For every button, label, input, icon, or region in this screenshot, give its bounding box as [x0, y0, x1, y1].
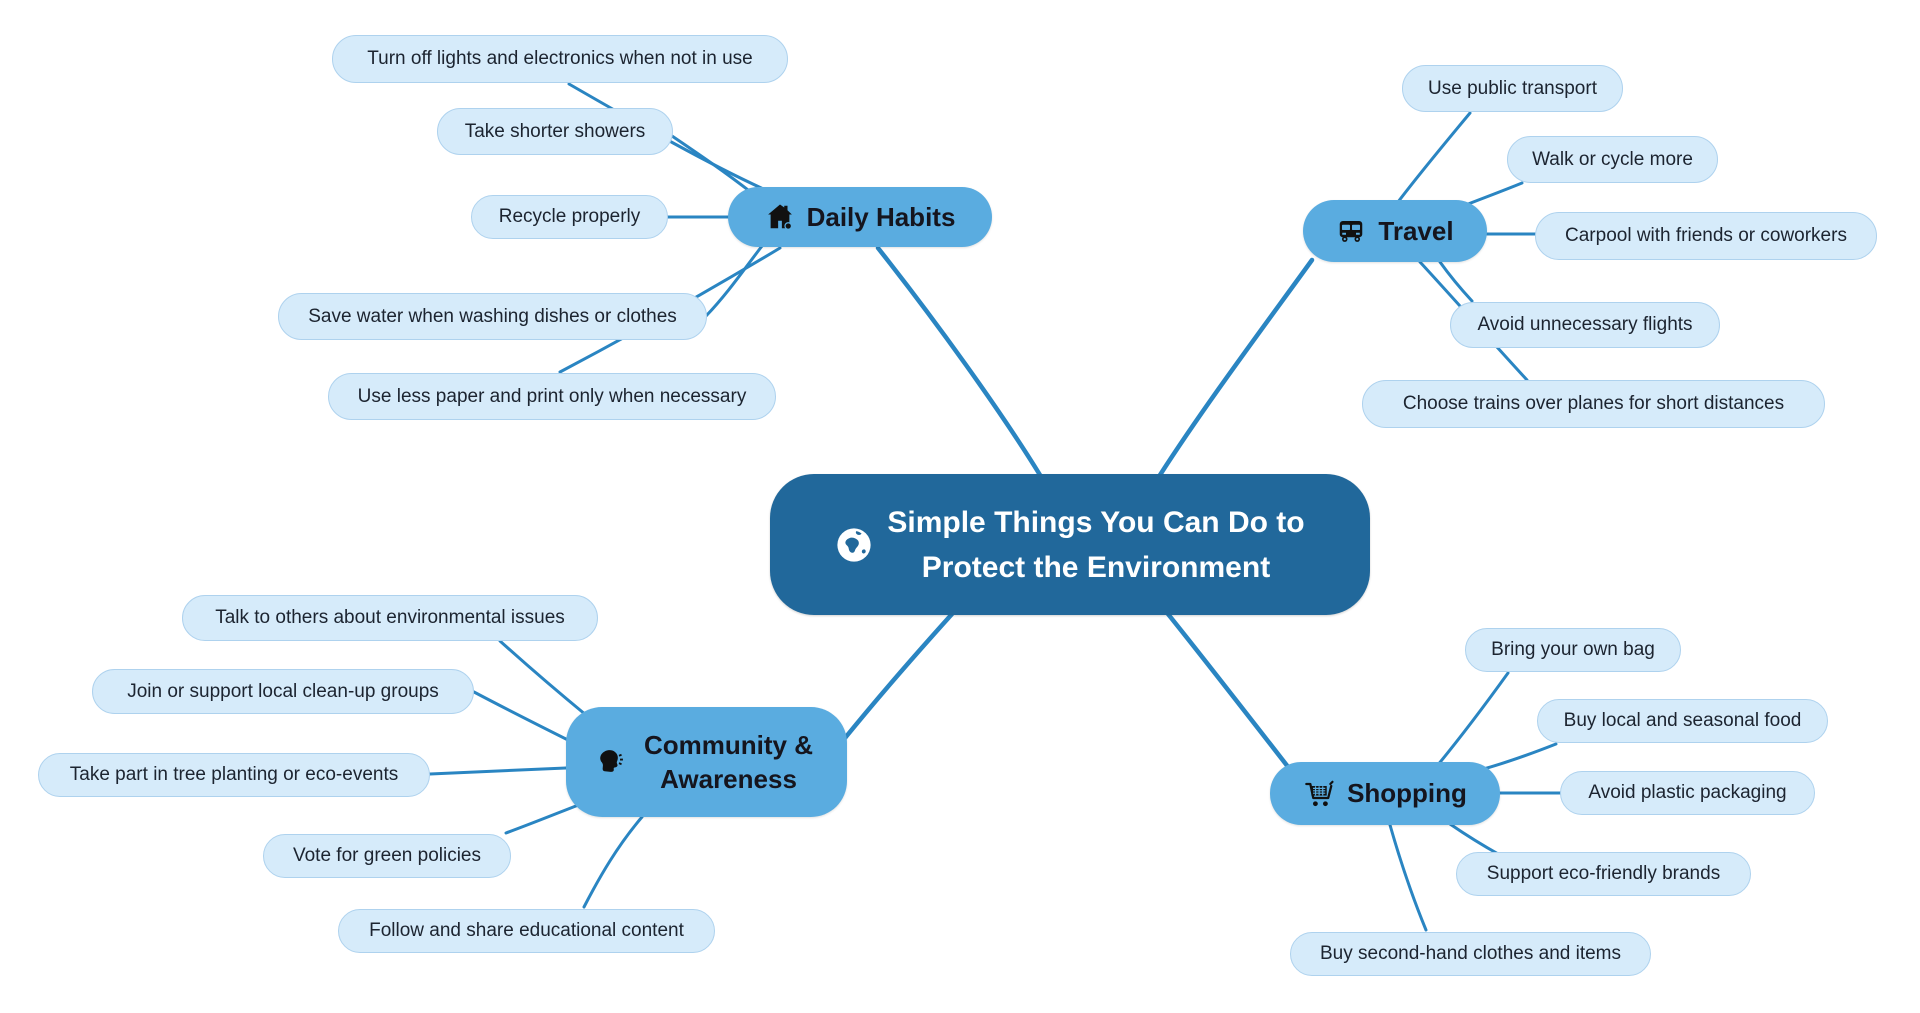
- leaf-take-shorter-showers[interactable]: Take shorter showers: [437, 108, 673, 155]
- edge-dh-leaf-1: [670, 134, 754, 195]
- edge-tr-leaf-0: [1396, 111, 1472, 204]
- branch-shopping[interactable]: Shopping: [1270, 762, 1500, 825]
- edge-cm-leaf-1: [472, 690, 574, 744]
- leaf-join-cleanup-groups[interactable]: Join or support local clean-up groups: [92, 669, 474, 714]
- central-topic-line1: Simple Things You Can Do to: [887, 505, 1305, 539]
- edge-sh-leaf-1: [1478, 742, 1558, 772]
- leaf-buy-local-food[interactable]: Buy local and seasonal food: [1537, 699, 1828, 743]
- leaf-share-educational-content[interactable]: Follow and share educational content: [338, 909, 715, 953]
- central-topic[interactable]: Simple Things You Can Do to Protect the …: [770, 474, 1370, 615]
- house-icon: [765, 202, 795, 232]
- edge-center-community: [842, 611, 955, 741]
- branch-daily-habits-label: Daily Habits: [806, 201, 956, 232]
- edge-dh-leaf-3: [704, 244, 764, 318]
- leaf-buy-second-hand[interactable]: Buy second-hand clothes and items: [1290, 932, 1651, 976]
- leaf-carpool[interactable]: Carpool with friends or coworkers: [1535, 212, 1877, 260]
- leaf-talk-to-others[interactable]: Talk to others about environmental issue…: [182, 595, 598, 641]
- edge-tr-leaf-3: [1438, 260, 1474, 303]
- bus-icon: [1336, 216, 1366, 246]
- branch-daily-habits[interactable]: Daily Habits: [728, 187, 992, 247]
- central-topic-line2: Protect the Environment: [921, 550, 1271, 584]
- leaf-save-water[interactable]: Save water when washing dishes or clothe…: [278, 293, 707, 340]
- branch-travel[interactable]: Travel: [1303, 200, 1487, 262]
- leaf-turn-off-lights[interactable]: Turn off lights and electronics when not…: [332, 35, 788, 83]
- edge-cm-leaf-2: [428, 766, 568, 776]
- edge-dh-leaf-0: [567, 82, 772, 194]
- leaf-recycle-properly[interactable]: Recycle properly: [471, 195, 668, 239]
- leaf-bring-own-bag[interactable]: Bring your own bag: [1465, 628, 1681, 672]
- edge-cm-leaf-4: [582, 815, 644, 909]
- edge-cm-leaf-0: [498, 639, 588, 717]
- leaf-tree-planting[interactable]: Take part in tree planting or eco-events: [38, 753, 430, 797]
- leaf-vote-green[interactable]: Vote for green policies: [263, 834, 511, 878]
- branch-travel-label: Travel: [1378, 215, 1454, 246]
- edge-sh-leaf-3: [1448, 822, 1502, 857]
- leaf-avoid-plastic[interactable]: Avoid plastic packaging: [1560, 771, 1815, 815]
- leaf-choose-trains[interactable]: Choose trains over planes for short dist…: [1362, 380, 1825, 428]
- branch-shopping-label: Shopping: [1347, 778, 1467, 808]
- central-topic-label: Simple Things You Can Do to Protect the …: [887, 500, 1304, 590]
- branch-community-awareness-label: Community & Awareness: [644, 730, 813, 794]
- leaf-avoid-flights[interactable]: Avoid unnecessary flights: [1450, 302, 1720, 348]
- leaf-use-public-transport[interactable]: Use public transport: [1402, 65, 1623, 112]
- leaf-walk-or-cycle[interactable]: Walk or cycle more: [1507, 136, 1718, 183]
- leaf-support-eco-brands[interactable]: Support eco-friendly brands: [1456, 852, 1751, 896]
- globe-icon: [835, 526, 873, 564]
- edge-sh-leaf-0: [1435, 671, 1510, 768]
- edge-sh-leaf-4: [1388, 823, 1428, 932]
- branch-community-awareness[interactable]: Community & Awareness: [566, 707, 847, 817]
- edge-center-travel: [1157, 257, 1315, 478]
- edge-center-daily-habits: [875, 245, 1043, 478]
- leaf-use-less-paper[interactable]: Use less paper and print only when neces…: [328, 373, 776, 420]
- edge-center-shopping: [1165, 611, 1295, 775]
- shopping-cart-icon: [1303, 778, 1335, 810]
- speaking-head-icon: [594, 746, 626, 778]
